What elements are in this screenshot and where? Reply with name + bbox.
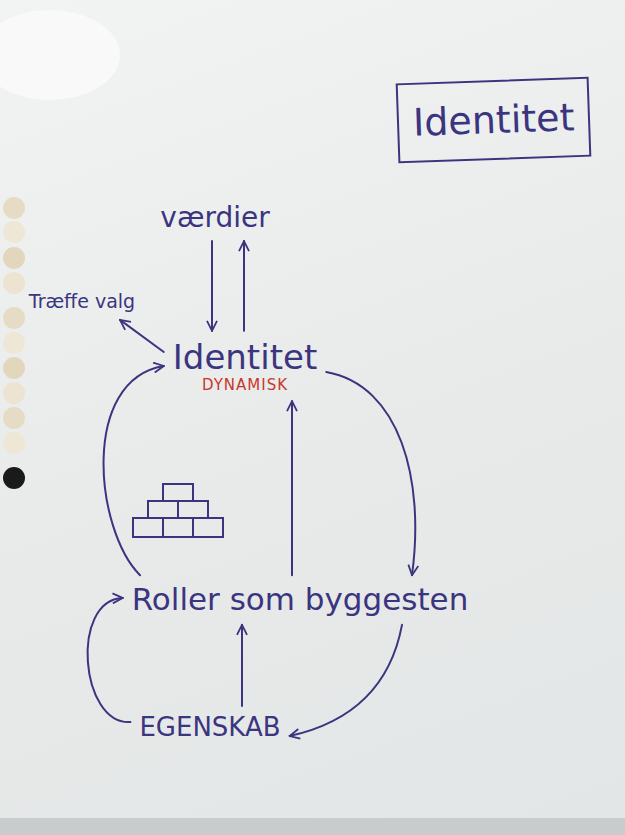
magnets <box>3 197 25 489</box>
node-note: DYNAMISK <box>173 377 317 394</box>
node-label: værdier <box>160 202 269 234</box>
arrow-connector <box>88 598 131 722</box>
node-label: EGENSKAB <box>139 713 280 743</box>
title-box: Identitet <box>396 77 592 164</box>
bricks-illustration <box>133 484 223 537</box>
roles-text: Roller som byggesten <box>126 578 475 622</box>
marker-tray <box>0 818 625 835</box>
arrow-connector <box>120 320 164 352</box>
arrow-connector <box>291 401 293 575</box>
lamp-reflection <box>0 10 120 100</box>
identity-text: IdentitetDYNAMISK <box>167 334 323 398</box>
choice-text: Træffe valg <box>23 287 141 317</box>
arrow-connector <box>241 625 243 706</box>
value-text: værdier <box>154 198 275 238</box>
arrow-connector <box>290 625 402 736</box>
arrow-connector <box>104 366 164 575</box>
arrow-connector <box>211 241 213 331</box>
arrow-connector <box>243 241 245 331</box>
node-label: Roller som byggesten <box>132 582 469 618</box>
trait-text: EGENSKAB <box>133 709 286 747</box>
arrow-connector <box>326 372 415 575</box>
node-label: Træffe valg <box>29 291 135 313</box>
node-label: Identitet <box>173 338 317 377</box>
